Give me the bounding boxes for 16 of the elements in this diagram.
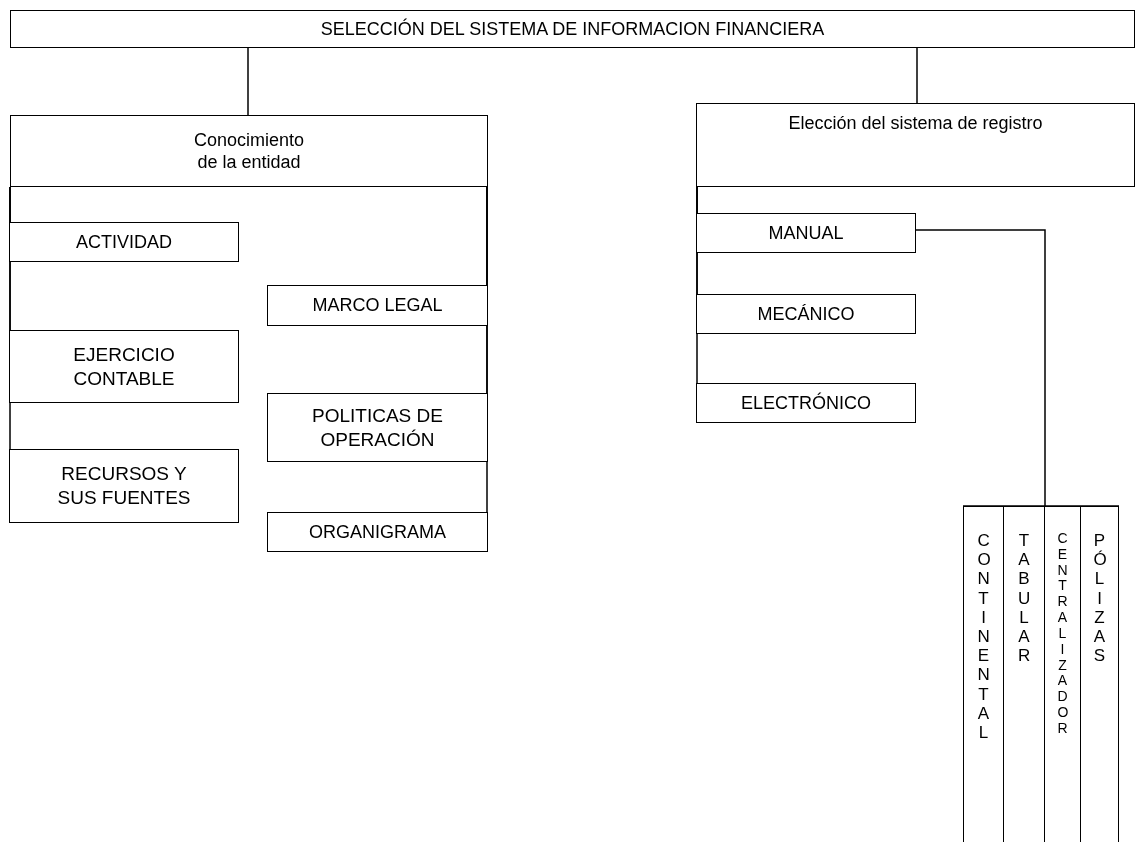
item-box: MANUAL xyxy=(696,213,916,253)
category-box: Conocimiento de la entidad xyxy=(10,115,488,187)
vertical-column-box: CONTINENTAL xyxy=(963,506,1004,842)
item-box: ELECTRÓNICO xyxy=(696,383,916,423)
item-box: RECURSOS Y SUS FUENTES xyxy=(9,449,239,523)
item-box: EJERCICIO CONTABLE xyxy=(9,330,239,403)
category-box: Elección del sistema de registro xyxy=(696,103,1135,187)
connector-line xyxy=(247,47,249,116)
item-box: POLITICAS DE OPERACIÓN xyxy=(267,393,488,462)
item-box: MARCO LEGAL xyxy=(267,285,488,326)
item-box: ACTIVIDAD xyxy=(9,222,239,262)
item-box: MECÁNICO xyxy=(696,294,916,334)
connector-line xyxy=(916,47,918,104)
title-box: SELECCIÓN DEL SISTEMA DE INFORMACION FINANCIERA xyxy=(10,10,1135,48)
vertical-column-box: PÓLIZAS xyxy=(1080,506,1119,842)
item-box: ORGANIGRAMA xyxy=(267,512,488,552)
